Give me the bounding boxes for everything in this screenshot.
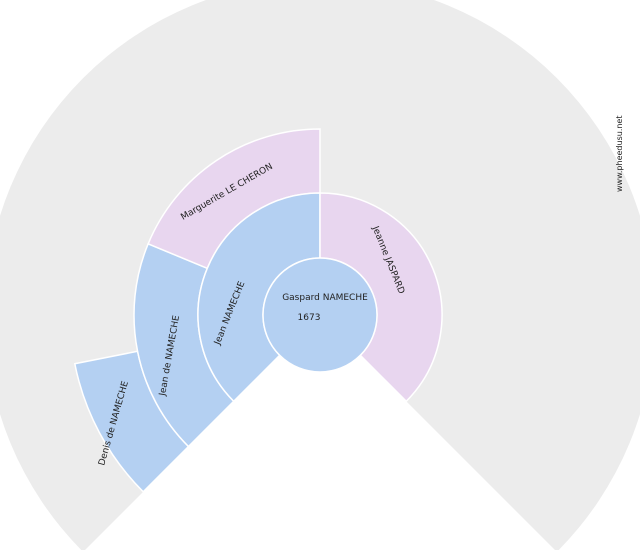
root-person-circle[interactable]: [262, 257, 378, 373]
root-name-label: Gaspard NAMECHE: [282, 293, 368, 303]
watermark-text: www.pheedusu.net: [615, 115, 624, 193]
root-year-label: 1673: [298, 313, 321, 323]
